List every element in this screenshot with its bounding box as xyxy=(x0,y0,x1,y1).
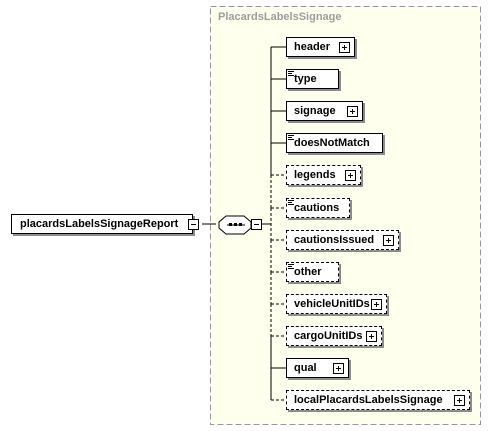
element-label: type xyxy=(294,73,317,85)
element-other[interactable]: other xyxy=(286,262,339,282)
element-label: legends xyxy=(294,169,336,181)
root-element-box[interactable]: placardsLabelsSignageReport xyxy=(11,214,199,234)
expand-icon[interactable] xyxy=(333,363,344,374)
expand-icon[interactable] xyxy=(371,299,382,310)
text-content-icon xyxy=(288,264,295,271)
expand-icon[interactable] xyxy=(454,395,465,406)
collapse-icon[interactable] xyxy=(188,219,199,230)
text-content-icon xyxy=(288,200,295,207)
element-label: signage xyxy=(294,105,336,117)
element-label: header xyxy=(294,41,331,53)
root-element-label: placardsLabelsSignageReport xyxy=(20,218,179,230)
expand-icon[interactable] xyxy=(347,106,358,117)
element-vehicle-unit-ids[interactable]: vehicleUnitIDs xyxy=(286,294,387,314)
sequence-compositor-hitbox[interactable] xyxy=(216,214,252,234)
element-cautions-issued[interactable]: cautionsIssued xyxy=(286,230,399,250)
element-cargo-unit-ids[interactable]: cargoUnitIDs xyxy=(286,326,382,346)
expand-icon[interactable] xyxy=(345,170,356,181)
element-signage[interactable]: signage xyxy=(286,101,363,121)
element-label: other xyxy=(294,266,322,278)
element-type[interactable]: type xyxy=(286,69,339,89)
child-connectors xyxy=(270,46,286,401)
sequence-dots xyxy=(227,223,245,226)
text-content-icon xyxy=(288,71,295,78)
element-header[interactable]: header xyxy=(286,37,355,57)
expand-icon[interactable] xyxy=(366,331,377,342)
element-qual[interactable]: qual xyxy=(286,358,349,378)
text-content-icon xyxy=(288,135,295,142)
expand-icon[interactable] xyxy=(339,42,350,53)
element-label: cautionsIssued xyxy=(294,234,375,246)
element-local-placards-labels-signage[interactable]: localPlacardsLabelsSignage xyxy=(286,390,470,410)
element-legends[interactable]: legends xyxy=(286,165,361,185)
group-title: PlacardsLabelsSignage xyxy=(218,11,342,23)
element-label: doesNotMatch xyxy=(294,137,370,149)
sequence-collapse-icon[interactable] xyxy=(251,219,262,230)
element-does-not-match[interactable]: doesNotMatch xyxy=(286,133,383,153)
element-label: cargoUnitIDs xyxy=(294,330,363,342)
element-label: vehicleUnitIDs xyxy=(294,298,370,310)
element-cautions[interactable]: cautions xyxy=(286,198,350,218)
element-label: localPlacardsLabelsSignage xyxy=(294,394,443,406)
expand-icon[interactable] xyxy=(383,235,394,246)
element-label: cautions xyxy=(294,202,340,214)
element-label: qual xyxy=(294,362,317,374)
